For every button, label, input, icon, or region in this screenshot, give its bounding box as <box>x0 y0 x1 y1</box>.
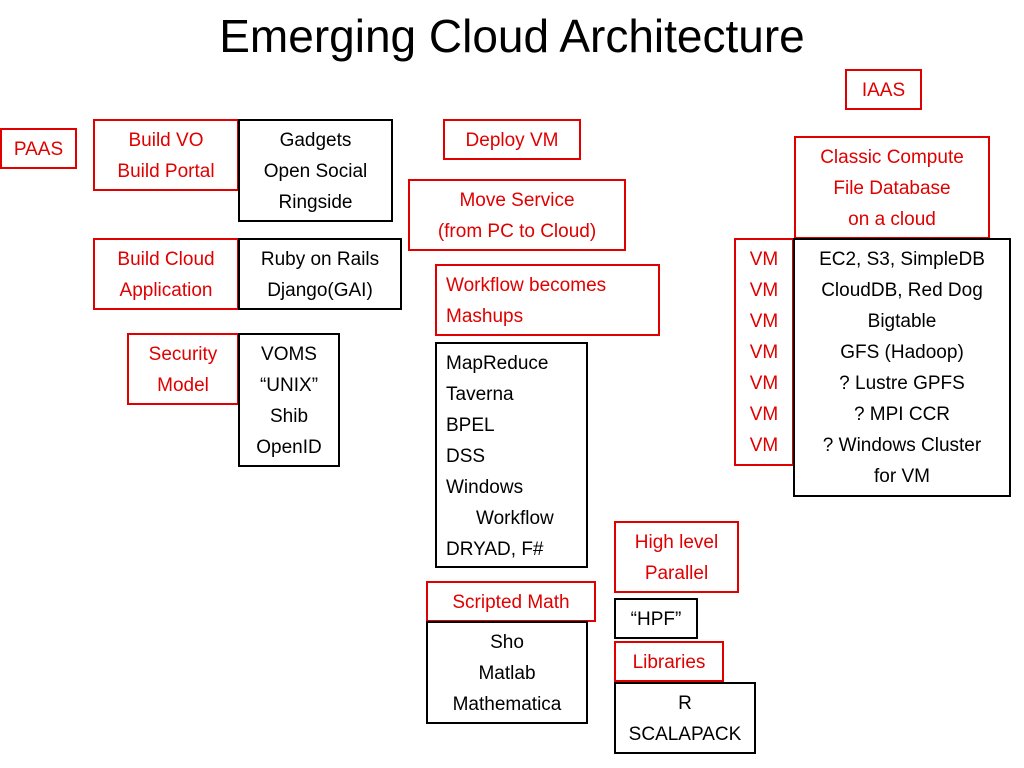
box-line: Windows <box>446 477 524 498</box>
r-scalapack-box: R SCALAPACK <box>614 682 756 754</box>
box-line: Workflow <box>476 508 554 529</box>
paas-label: PAAS <box>0 128 77 169</box>
box-line: Ringside <box>278 192 353 213</box>
box-line: VOMS <box>261 344 317 365</box>
box-line: Model <box>157 375 209 396</box>
box-line: GFS (Hadoop) <box>840 342 964 363</box>
box-line: “UNIX” <box>259 375 319 396</box>
scripted-math-box: Scripted Math <box>426 581 596 622</box>
box-line: Shib <box>269 406 309 427</box>
box-line: VM <box>749 342 779 363</box>
box-line: DRYAD, F# <box>446 539 544 560</box>
box-line: VM <box>749 311 779 332</box>
box-line: Scripted Math <box>452 592 570 613</box>
box-line: for VM <box>874 466 930 487</box>
box-line: SCALAPACK <box>628 724 742 745</box>
box-line: (from PC to Cloud) <box>437 221 597 242</box>
box-line: VM <box>749 280 779 301</box>
build-vo-box: Build VO Build Portal <box>93 119 239 191</box>
box-line: IAAS <box>861 80 906 101</box>
box-line: Deploy VM <box>465 130 559 151</box>
box-line: MapReduce <box>446 353 549 374</box>
box-line: on a cloud <box>848 209 936 230</box>
box-line: Parallel <box>644 563 709 584</box>
box-line: VM <box>749 373 779 394</box>
deploy-vm-box: Deploy VM <box>443 119 581 160</box>
move-service-box: Move Service (from PC to Cloud) <box>408 179 626 251</box>
box-line: Bigtable <box>867 311 937 332</box>
box-line: ? Windows Cluster <box>822 435 982 456</box>
box-line: ? Lustre GPFS <box>839 373 965 394</box>
box-line: Application <box>119 280 213 301</box>
box-line: R <box>678 693 692 714</box>
slide-title: Emerging Cloud Architecture <box>219 10 805 62</box>
box-line: Build Portal <box>117 161 215 182</box>
box-line: CloudDB, Red Dog <box>821 280 983 301</box>
box-line: Security <box>148 344 218 365</box>
box-line: Workflow becomes <box>446 275 607 296</box>
box-line: Open Social <box>263 161 368 182</box>
iaas-label: IAAS <box>845 69 922 110</box>
box-line: Matlab <box>478 663 536 684</box>
box-line: VM <box>749 435 779 456</box>
box-line: Libraries <box>632 652 706 673</box>
box-line: PAAS <box>13 139 64 160</box>
box-line: Build VO <box>128 130 204 151</box>
box-line: ? MPI CCR <box>853 404 951 425</box>
box-line: Mashups <box>446 306 524 327</box>
vm-column-box: VM VM VM VM VM VM VM <box>734 238 794 466</box>
hpf-box: “HPF” <box>614 598 698 639</box>
box-line: File Database <box>833 178 951 199</box>
box-line: BPEL <box>446 415 495 436</box>
box-line: High level <box>634 532 719 553</box>
box-line: VM <box>749 249 779 270</box>
box-line: Move Service <box>459 190 575 211</box>
box-line: Django(GAI) <box>267 280 373 301</box>
box-line: Gadgets <box>279 130 352 151</box>
box-line: “HPF” <box>630 609 682 630</box>
box-line: Sho <box>490 632 524 653</box>
box-line: EC2, S3, SimpleDB <box>819 249 985 270</box>
box-line: OpenID <box>256 437 322 458</box>
box-line: VM <box>749 404 779 425</box>
libraries-box: Libraries <box>614 641 724 682</box>
box-line: Ruby on Rails <box>260 249 380 270</box>
box-line: Classic Compute <box>820 147 964 168</box>
box-line: Build Cloud <box>117 249 215 270</box>
box-line: Taverna <box>446 384 514 405</box>
box-line: DSS <box>446 446 486 467</box>
box-line: Mathematica <box>452 694 562 715</box>
